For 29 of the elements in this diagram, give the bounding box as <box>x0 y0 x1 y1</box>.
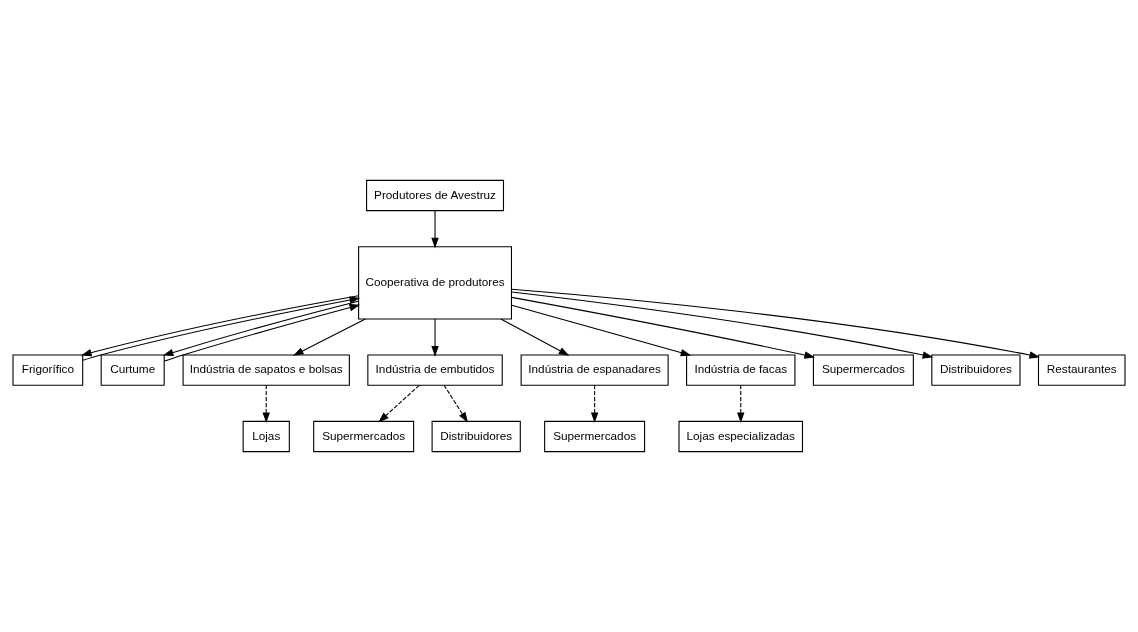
node-box: Supermercados <box>313 420 415 453</box>
node-box: Indústria de espanadares <box>520 354 669 386</box>
node-box: Lojas especializadas <box>678 420 804 453</box>
arrow <box>443 384 468 423</box>
node-box: Produtores de Avestruz <box>366 179 505 212</box>
arrow <box>511 288 1040 359</box>
arrow <box>293 318 366 356</box>
node-box: Distribuidores <box>431 420 521 453</box>
arrow <box>737 384 745 424</box>
arrow <box>590 384 599 423</box>
node-box: Restaurantes <box>1037 354 1126 386</box>
arrow <box>431 210 439 249</box>
node-box: Curtume <box>100 354 165 386</box>
arrow <box>511 291 934 359</box>
node-box: Supermercados <box>812 354 914 386</box>
node-box: Distribuidores <box>931 354 1021 386</box>
node-box: Supermercados <box>544 420 646 453</box>
node-box: Indústria de sapatos e bolsas <box>182 354 350 386</box>
node-box: Lojas <box>242 420 290 453</box>
arrow <box>431 318 439 357</box>
node-box: Indústria de facas <box>686 354 796 386</box>
arrow <box>511 304 692 357</box>
arrow <box>378 384 420 423</box>
node-box: Frigorífico <box>12 354 84 386</box>
arrow <box>511 296 815 359</box>
arrow <box>262 384 270 423</box>
node-box: Indústria de embutidos <box>367 354 503 386</box>
arrow <box>500 318 570 356</box>
node-box: Cooperativa de produtores <box>358 246 512 320</box>
